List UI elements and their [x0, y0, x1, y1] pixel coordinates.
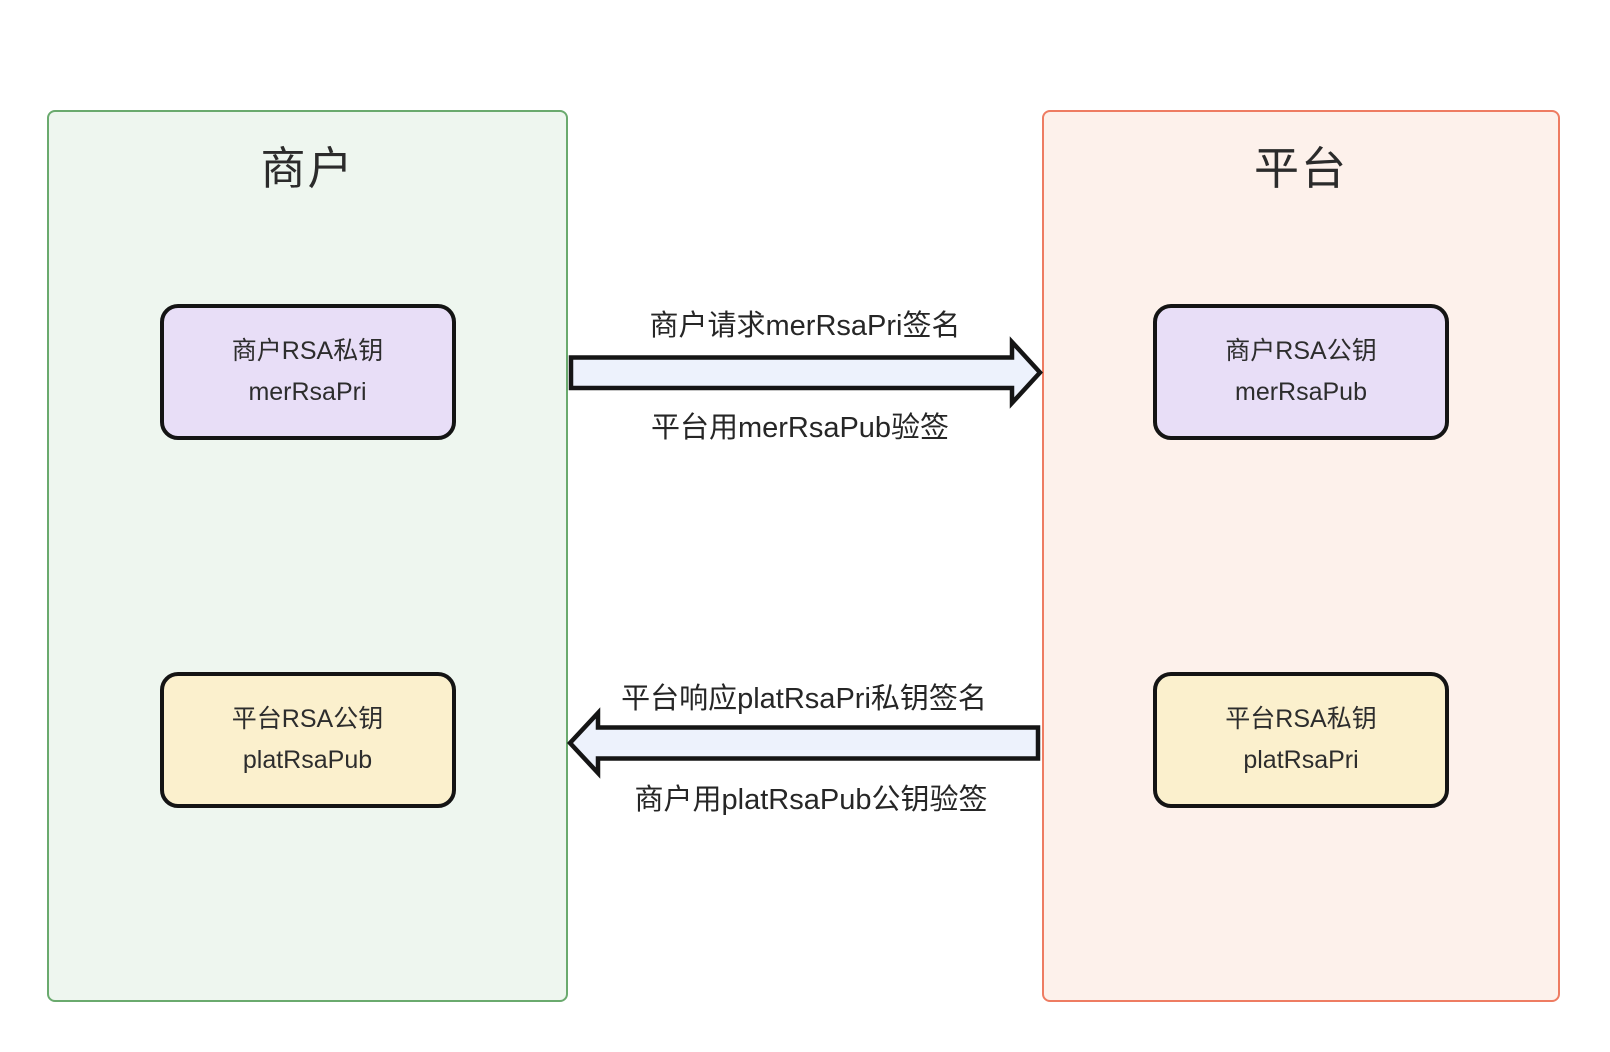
right-block-arrow-shape: [568, 336, 1044, 409]
plat-rsa-pri-node: 平台RSA私钥 platRsaPri: [1153, 672, 1449, 808]
request-arrow-label-below: 平台用merRsaPub验签: [650, 412, 950, 444]
response-arrow-label-below: 商户用platRsaPub公钥验签: [634, 784, 988, 816]
mer-rsa-pri-name: 商户RSA私钥: [231, 337, 384, 365]
merchant-title: 商户: [260, 143, 355, 194]
request-arrow-icon: [568, 336, 1044, 409]
plat-rsa-pub-node: 平台RSA公钥 platRsaPub: [159, 672, 456, 808]
left-block-arrow-shape: [566, 707, 1041, 779]
plat-rsa-pub-name: 平台RSA公钥: [231, 705, 384, 733]
response-arrow-label-above: 平台响应platRsaPri私钥签名: [621, 683, 987, 715]
mer-rsa-pri-key: merRsaPri: [248, 378, 367, 406]
response-arrow-icon: [566, 707, 1041, 779]
mer-rsa-pri-node: 商户RSA私钥 merRsaPri: [159, 304, 456, 440]
merchant-container: 商户 商户RSA私钥 merRsaPri 平台RSA公钥 platRsaPub: [47, 110, 568, 1002]
plat-rsa-pub-key: platRsaPub: [242, 746, 373, 774]
plat-rsa-pri-name: 平台RSA私钥: [1225, 705, 1377, 733]
mer-rsa-pub-node: 商户RSA公钥 merRsaPub: [1153, 304, 1449, 440]
platform-title: 平台: [1253, 143, 1348, 194]
request-arrow-label-above: 商户请求merRsaPri签名: [649, 310, 961, 342]
plat-rsa-pri-key: platRsaPri: [1243, 746, 1359, 774]
mer-rsa-pub-key: merRsaPub: [1235, 378, 1367, 406]
platform-container: 平台 商户RSA公钥 merRsaPub 平台RSA私钥 platRsaPri: [1042, 110, 1560, 1002]
mer-rsa-pub-name: 商户RSA公钥: [1225, 337, 1377, 365]
